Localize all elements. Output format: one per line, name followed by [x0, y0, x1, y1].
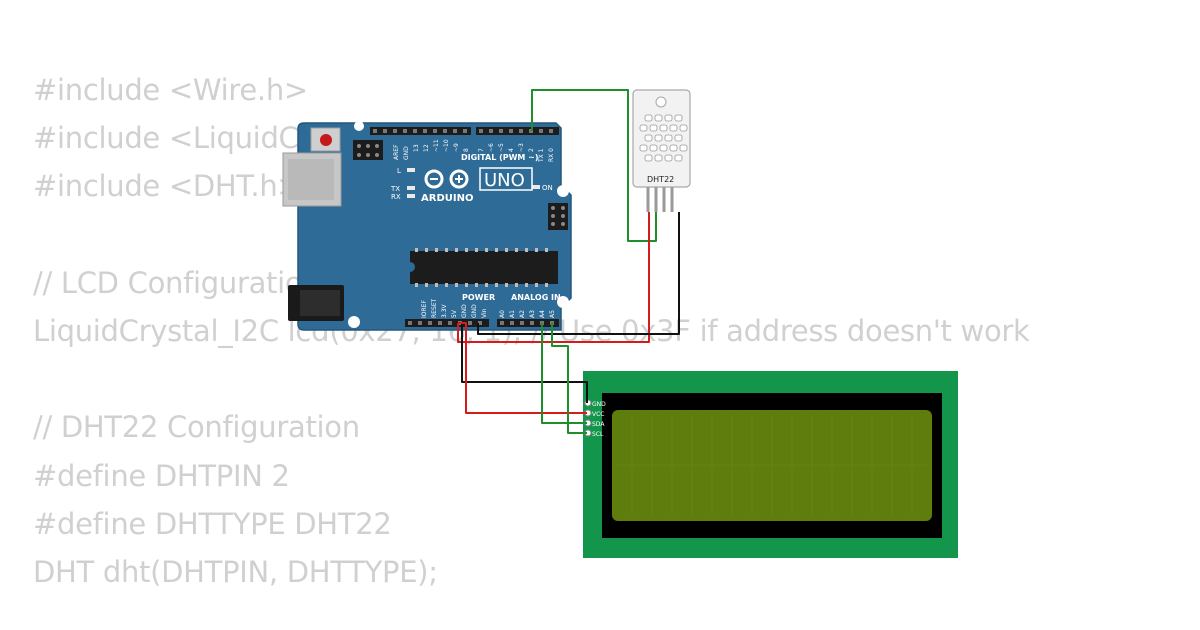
- arduino-logo: ARDUINO: [421, 169, 473, 204]
- microcontroller-chip: [410, 248, 558, 287]
- pin-label: 5V: [451, 309, 458, 318]
- dht22-grille: [639, 114, 688, 162]
- pin-label: GND: [471, 304, 478, 318]
- code-line-define-pin: #define DHTPIN 2: [33, 458, 290, 493]
- lcd-pin-label-gnd: GND: [592, 401, 606, 408]
- analog-header-label: ANALOG IN: [511, 293, 561, 302]
- top-pin-labels: AREF GND 13 12 ~11 ~10 ~9 8 7 ~6 ~5 4 ~3…: [393, 139, 555, 163]
- lcd-1602-i2c[interactable]: GND VCC SDA SCL: [583, 371, 958, 558]
- power-header: [405, 319, 489, 327]
- lcd-pin-label-scl: SCL: [592, 431, 604, 438]
- pin-label: A2: [519, 310, 526, 318]
- code-line-define-type: #define DHTTYPE DHT22: [33, 506, 392, 541]
- code-line-lcd-comment: // LCD Configuration: [33, 265, 321, 300]
- pin-label: ~10: [443, 139, 450, 152]
- status-leds: L TX RX ON: [390, 167, 553, 201]
- wires: [457, 89, 680, 434]
- power-jack-ring: [300, 290, 340, 316]
- led-label-l: L: [397, 167, 401, 175]
- arduino-uno-board[interactable]: AREF GND 13 12 ~11 ~10 ~9 8 7 ~6 ~5 4 ~3…: [282, 121, 572, 331]
- pin-label: ~5: [498, 143, 505, 152]
- pin-label: 2: [528, 148, 535, 152]
- wire-lcd-sda[interactable]: [541, 323, 587, 424]
- pin-label: ~6: [488, 143, 495, 152]
- lcd-char-grid: [617, 415, 927, 516]
- power-header-label: POWER: [462, 293, 495, 302]
- led-label-rx: RX: [391, 193, 401, 201]
- pin-label: ~11: [433, 139, 440, 152]
- uno-text: UNO: [484, 170, 525, 191]
- digital-header-label: DIGITAL (PWM ~): [461, 153, 539, 162]
- pin-label: A5: [549, 310, 556, 318]
- pin-label: AREF: [393, 144, 400, 160]
- dht22-sensor[interactable]: DHT22: [632, 89, 691, 212]
- digital-header-left: [370, 127, 471, 135]
- mounting-hole: [354, 121, 364, 131]
- dht22-label: DHT22: [647, 175, 674, 184]
- reset-button-cap: [320, 134, 332, 146]
- dht22-pins: [646, 187, 674, 212]
- pin-label: ~9: [453, 143, 460, 152]
- wire-lcd-scl[interactable]: [551, 323, 587, 434]
- arduino-brand-text: ARDUINO: [421, 193, 473, 204]
- mounting-hole: [348, 316, 360, 328]
- pin-label: RESET: [431, 298, 438, 318]
- pin-label: TX 1: [538, 148, 545, 163]
- pin-label: IOREF: [421, 300, 428, 318]
- lcd-pin-label-vcc: VCC: [592, 411, 604, 418]
- code-line-dht-object: DHT dht(DHTPIN, DHTTYPE);: [33, 554, 438, 589]
- pin-label: A0: [499, 310, 506, 318]
- wire-dht-gnd[interactable]: [477, 212, 680, 335]
- led-label-tx: TX: [390, 185, 400, 193]
- pin-label: ~3: [518, 143, 525, 152]
- pin-label: 12: [423, 144, 430, 152]
- usb-jack-inner: [288, 159, 334, 200]
- icsp-header-right: [548, 203, 568, 230]
- wire-dht-data[interactable]: [531, 89, 657, 242]
- pin-label: A4: [539, 310, 546, 318]
- power-pin-labels: IOREF RESET 3.3V 5V GND GND Vin: [421, 298, 488, 318]
- dht22-mount-hole: [655, 96, 667, 108]
- wire-lcd-vcc[interactable]: [458, 322, 587, 414]
- wire-dht-vcc[interactable]: [457, 212, 650, 343]
- uno-badge: [479, 167, 533, 191]
- mounting-hole: [557, 185, 569, 197]
- code-line-include-wire: #include <Wire.h>: [33, 73, 308, 107]
- pin-label: RX 0: [548, 148, 555, 162]
- lcd-i2c-pins: GND VCC SDA SCL: [584, 399, 606, 438]
- icsp-header-top: [353, 140, 383, 160]
- led-label-on: ON: [542, 184, 553, 192]
- lcd-pin-label-sda: SDA: [592, 421, 605, 428]
- digital-header-right: [476, 127, 559, 135]
- analog-pin-labels: A0 A1 A2 A3 A4 A5: [499, 310, 556, 318]
- analog-header: [497, 319, 559, 327]
- pin-label: 3.3V: [441, 303, 448, 318]
- mounting-hole: [557, 296, 569, 308]
- pin-label: 7: [478, 148, 485, 152]
- pin-label: GND: [403, 146, 410, 160]
- pin-label: Vin: [481, 308, 488, 318]
- pin-label: GND: [461, 304, 468, 318]
- code-line-dht-comment: // DHT22 Configuration: [33, 410, 360, 445]
- pin-label: A1: [509, 310, 516, 318]
- pin-label: 4: [508, 148, 515, 152]
- pin-label: A3: [529, 310, 536, 318]
- code-line-include-dht: #include <DHT.h>: [33, 169, 302, 204]
- pin-label: 8: [463, 148, 470, 152]
- pin-label: 13: [413, 144, 420, 152]
